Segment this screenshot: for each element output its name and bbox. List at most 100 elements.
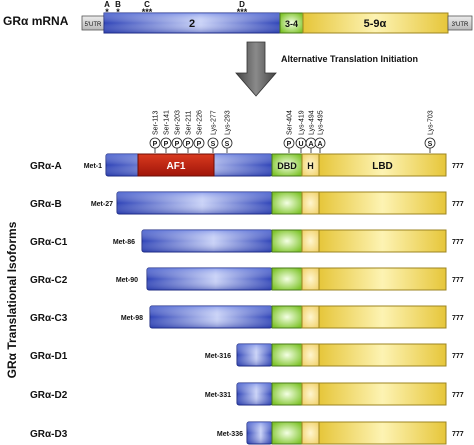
marker-c: C	[144, 0, 150, 9]
isoform-end: 777	[452, 431, 464, 438]
isoform-name: GRα-C1	[30, 237, 68, 248]
lbd-segment	[318, 382, 447, 406]
ptm-symbol: P	[175, 141, 180, 148]
isoform-end: 777	[452, 315, 464, 322]
ptm-symbol: S	[225, 141, 230, 148]
isoform-start: Met-316	[205, 353, 231, 360]
hinge-segment	[301, 343, 320, 367]
arrow-label: Alternative Translation Initiation	[281, 54, 418, 64]
ptm-symbol: P	[186, 141, 191, 148]
marker-a: A	[104, 0, 110, 9]
lbd-segment	[318, 153, 447, 177]
isoform-end: 777	[452, 163, 464, 170]
isoform-name: GRα-A	[30, 161, 62, 172]
isoform-row: GRα-C3 Met-98 777	[30, 305, 464, 329]
ntd-shade	[237, 344, 272, 366]
isoform-row: GRα-C2 Met-90 777	[30, 267, 464, 291]
hinge-segment	[301, 267, 320, 291]
ptm-label: Lys-419	[299, 110, 306, 135]
isoform-name: GRα-D3	[30, 429, 68, 440]
ptm-symbol: S	[428, 141, 433, 148]
hinge-segment	[301, 382, 320, 406]
side-label: GRα Translational Isoforms	[5, 221, 19, 378]
isoform-row: GRα-D2 Met-331 777	[30, 382, 464, 406]
isoform-start: Met-336	[217, 431, 243, 438]
dbd-segment	[271, 305, 303, 329]
ptm-symbol: S	[211, 141, 216, 148]
ntd-shade	[117, 192, 272, 214]
ntd-shade	[147, 268, 272, 290]
dbd-segment	[271, 382, 303, 406]
isoform-name: GRα-B	[30, 199, 62, 210]
isoform-name: GRα-C3	[30, 313, 68, 324]
ptm-symbol: P	[197, 141, 202, 148]
af1-label: AF1	[167, 161, 186, 172]
ntd-shade	[150, 306, 272, 328]
mrna-utr5-label: 5'UTR	[85, 22, 102, 28]
mrna-utr3	[447, 15, 473, 31]
isoform-start: Met-27	[91, 201, 113, 208]
ptm-label: Ser-211	[186, 111, 193, 135]
isoform-end: 777	[452, 392, 464, 399]
isoform-row: GRα-C1 Met-86 777	[30, 229, 464, 253]
lbd-segment	[318, 191, 447, 215]
hinge-segment	[301, 305, 320, 329]
dbd-segment	[271, 267, 303, 291]
lbd-segment	[318, 229, 447, 253]
hinge-segment	[301, 229, 320, 253]
ptm-label: Lys-703	[428, 110, 435, 135]
isoform-name: GRα-D2	[30, 390, 68, 401]
isoform-start: Met-331	[205, 392, 231, 399]
mrna-exon-2-shade	[104, 13, 280, 33]
ptm-label: Ser-141	[164, 110, 171, 135]
ptm-symbol: P	[164, 141, 169, 148]
mrna-exon-5-9-label: 5-9α	[364, 18, 387, 30]
mrna-label: GRα mRNA	[3, 14, 69, 28]
ptm-label: Lys-293	[225, 110, 232, 135]
marker-d: D	[239, 0, 245, 9]
isoform-name: GRα-D1	[30, 351, 68, 362]
ptm-symbol: P	[153, 141, 158, 148]
ptm-label: Ser-226	[197, 110, 204, 135]
isoform-start: Met-86	[113, 239, 135, 246]
isoform-name: GRα-C2	[30, 275, 68, 286]
hinge-label: H	[307, 161, 314, 171]
lbd-segment	[318, 267, 447, 291]
isoform-start: Met-1	[84, 163, 102, 170]
ntd-shade	[237, 383, 272, 405]
hinge-segment	[301, 191, 320, 215]
ptm-symbol: P	[287, 141, 292, 148]
dbd-segment	[271, 229, 303, 253]
translation-arrow	[235, 41, 277, 97]
isoform-start: Met-90	[116, 277, 138, 284]
ptm-symbol: U	[298, 141, 303, 148]
lbd-segment	[318, 305, 447, 329]
lbd-segment	[318, 343, 447, 367]
isoform-end: 777	[452, 239, 464, 246]
ptm-label: Lys-495	[318, 110, 325, 135]
mrna-utr3-label: 3'UTR	[452, 22, 469, 28]
ptm-label: Lys-277	[211, 110, 218, 135]
ptm-sites: Ser-113PSer-141PSer-203PSer-211PSer-226P…	[149, 110, 436, 153]
ntd-shade	[247, 422, 272, 444]
dbd-segment	[271, 343, 303, 367]
ptm-label: Ser-113	[153, 111, 160, 135]
hinge-segment	[301, 421, 320, 445]
dbd-segment	[271, 421, 303, 445]
lbd-segment	[318, 421, 447, 445]
ptm-label: Lys-494	[309, 110, 316, 135]
mrna-exon-3-4-label: 3-4	[285, 19, 298, 29]
isoform-start: Met-98	[121, 315, 143, 322]
dbd-label: DBD	[277, 161, 297, 171]
isoform-end: 777	[452, 277, 464, 284]
isoform-row: GRα-D3 Met-336 777	[30, 421, 464, 445]
stars-b: *	[116, 7, 120, 17]
af1-domain	[137, 153, 215, 177]
stars-c: ***	[142, 7, 153, 17]
ptm-symbol: A	[317, 141, 322, 148]
ntd-shade	[142, 230, 272, 252]
